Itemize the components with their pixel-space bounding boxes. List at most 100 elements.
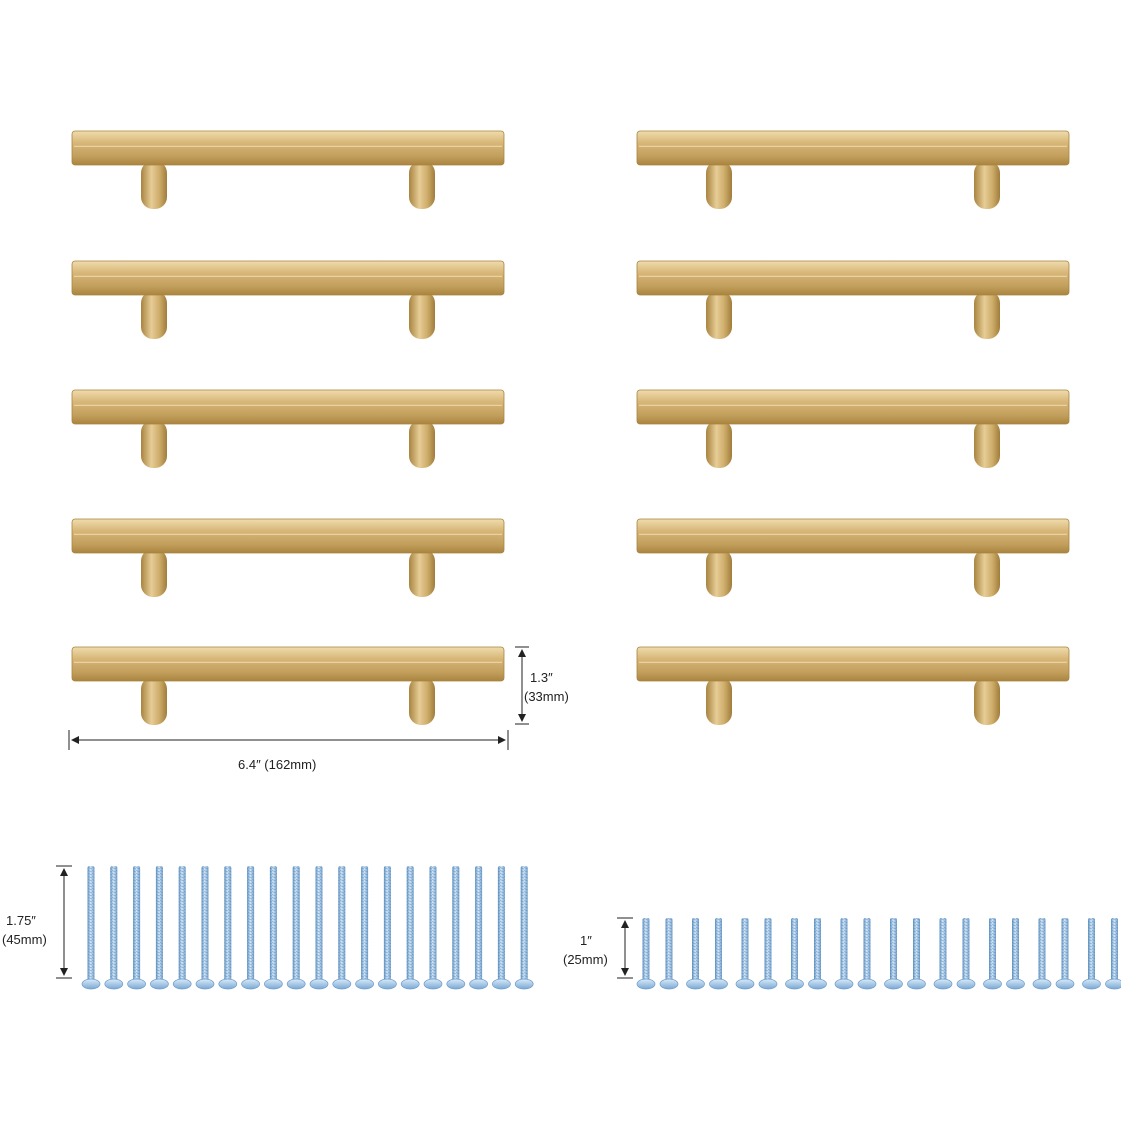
screw-head <box>907 978 926 990</box>
handles-group <box>71 130 1070 725</box>
screw-thread <box>133 866 141 982</box>
cabinet-pull-handle <box>71 130 505 209</box>
machine-screw <box>983 918 1002 990</box>
machine-screw <box>933 918 953 990</box>
screw-head <box>834 978 854 990</box>
machine-screw <box>1082 918 1101 990</box>
screw-head <box>286 978 306 990</box>
screw-head <box>1032 978 1052 990</box>
screw-thread <box>764 918 772 982</box>
screw-thread <box>361 866 369 982</box>
screw-thread <box>178 866 186 982</box>
screw-head <box>686 978 705 990</box>
screw-thread <box>292 866 300 982</box>
handle-bar <box>636 389 1070 425</box>
handle-leg <box>706 291 732 339</box>
short-screw-length-metric: (25mm) <box>563 952 608 967</box>
cabinet-pull-handle <box>636 130 1070 209</box>
screw-thread <box>497 866 505 982</box>
machine-screw <box>709 918 728 990</box>
cabinet-pull-handle <box>71 260 505 339</box>
screw-head <box>983 978 1002 990</box>
screw-head <box>104 978 124 990</box>
machine-screw <box>907 918 926 990</box>
screw-thread <box>315 866 323 982</box>
handle-leg <box>409 291 435 339</box>
screw-thread <box>1061 918 1069 982</box>
screw-head <box>172 978 192 990</box>
screw-thread <box>247 866 255 982</box>
handle-leg <box>141 291 167 339</box>
handle-leg <box>409 549 435 597</box>
long-screw-length-imperial: 1.75″ <box>6 913 36 928</box>
machine-screw <box>686 918 705 990</box>
screw-thread <box>890 918 897 982</box>
screw-thread <box>962 918 970 982</box>
screw-thread <box>989 918 996 982</box>
screw-head <box>332 978 352 990</box>
machine-screw <box>264 866 283 990</box>
screw-thread <box>741 918 749 982</box>
machine-screw <box>659 918 679 990</box>
screw-thread <box>224 866 232 982</box>
screw-thread <box>338 866 346 982</box>
machine-screw <box>446 866 466 990</box>
screw-head <box>309 978 329 990</box>
machine-screw <box>378 866 397 990</box>
machine-screw <box>150 866 169 990</box>
handle-leg <box>141 161 167 209</box>
machine-screw <box>636 918 656 990</box>
screw-head <box>514 978 534 990</box>
machine-screw <box>1006 918 1025 990</box>
screw-head <box>956 978 976 990</box>
handle-bar <box>71 389 505 425</box>
handle-length-label: 6.4″ (162mm) <box>238 757 317 772</box>
screw-thread <box>1012 918 1019 982</box>
screw-head <box>709 978 728 990</box>
handle-leg <box>409 420 435 468</box>
machine-screw <box>492 866 511 990</box>
long-screw-length-metric: (45mm) <box>2 932 47 947</box>
handle-leg <box>706 549 732 597</box>
machine-screw <box>423 866 443 990</box>
handle-bar <box>71 646 505 682</box>
screw-head <box>81 978 101 990</box>
handle-leg <box>141 549 167 597</box>
handle-leg <box>974 161 1000 209</box>
cabinet-pull-handle <box>71 518 505 597</box>
machine-screw <box>1032 918 1052 990</box>
machine-screw <box>735 918 755 990</box>
screw-head <box>884 978 903 990</box>
machine-screw <box>469 866 488 990</box>
screw-head <box>785 978 804 990</box>
screw-thread <box>863 918 871 982</box>
screw-head <box>1105 978 1121 990</box>
screw-thread <box>383 866 391 982</box>
screw-head <box>492 978 511 990</box>
screw-head <box>218 978 238 990</box>
screw-thread <box>1111 918 1118 982</box>
screw-thread <box>406 866 414 982</box>
screw-head <box>355 978 374 990</box>
machine-screw <box>218 866 238 990</box>
handle-leg <box>974 549 1000 597</box>
machine-screw <box>956 918 976 990</box>
screw-thread <box>429 866 437 982</box>
handle-height-metric: (33mm) <box>524 689 569 704</box>
cabinet-pull-handle <box>636 260 1070 339</box>
screw-thread <box>452 866 460 982</box>
machine-screw <box>127 866 146 990</box>
screw-thread <box>155 866 163 982</box>
screw-thread <box>791 918 798 982</box>
screw-head <box>1082 978 1101 990</box>
screw-head <box>1055 978 1075 990</box>
screw-thread <box>840 918 848 982</box>
handle-bar <box>71 260 505 296</box>
machine-screw <box>172 866 192 990</box>
handle-bar <box>636 130 1070 166</box>
screw-head <box>636 978 656 990</box>
screw-head <box>469 978 488 990</box>
screw-head <box>659 978 679 990</box>
handle-leg <box>974 291 1000 339</box>
